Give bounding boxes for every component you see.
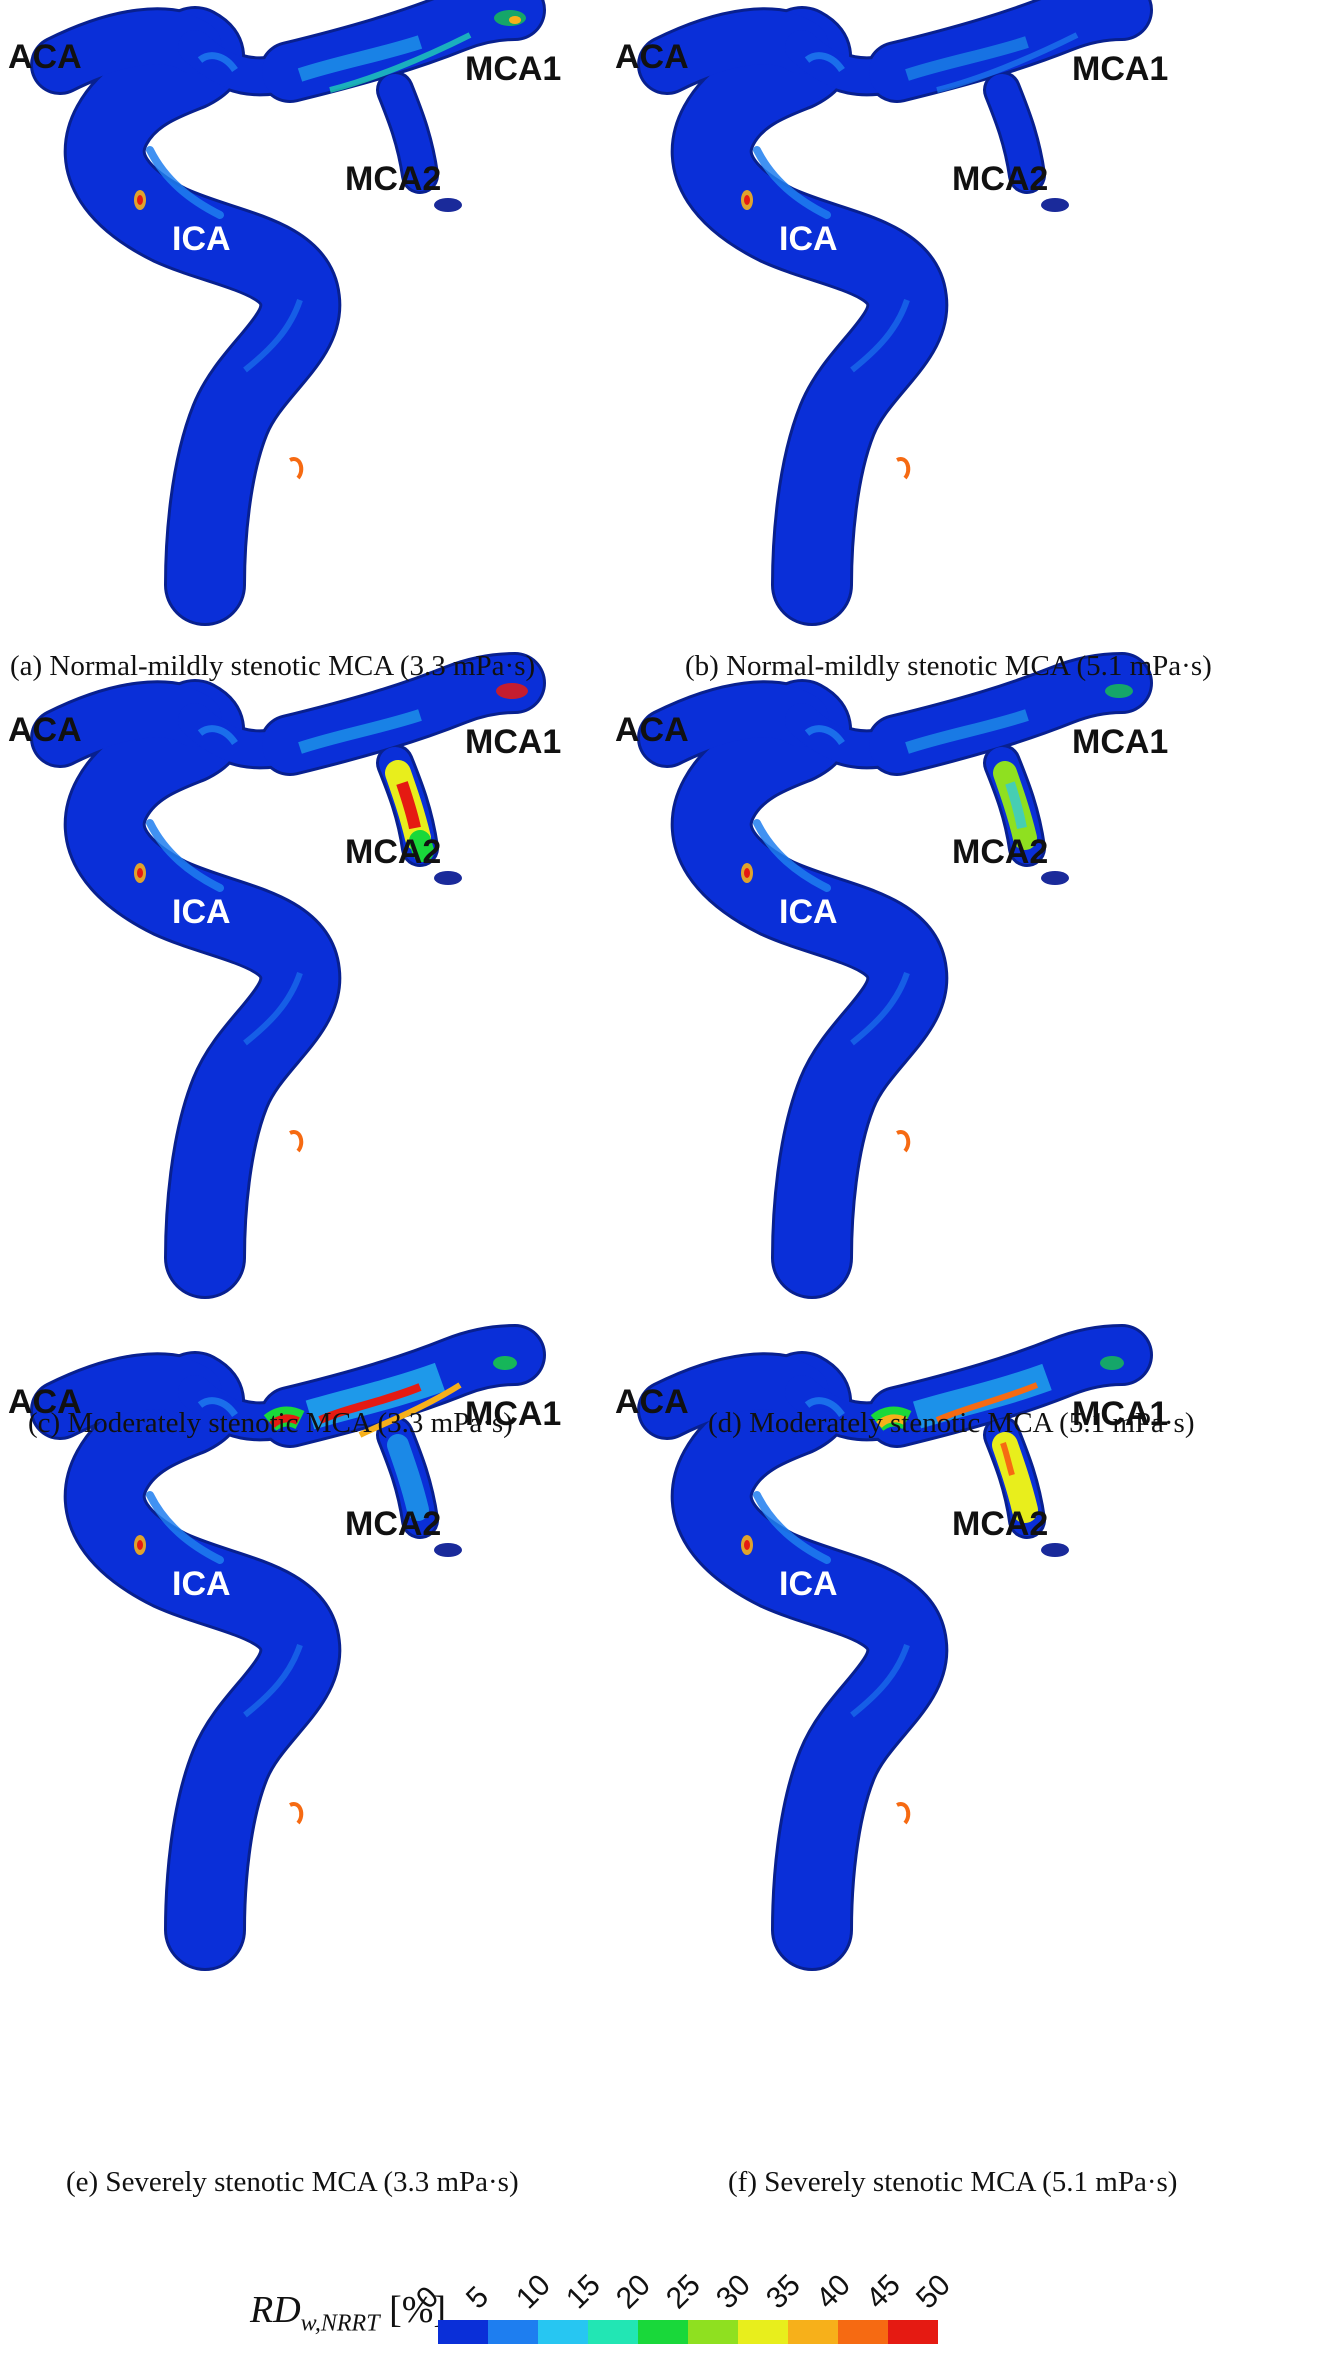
colorbar-tick-label: 40 <box>809 2268 857 2316</box>
colorbar-tick-label: 25 <box>659 2268 707 2316</box>
colorbar-segment <box>688 2320 738 2344</box>
label-aca: ACA <box>8 38 82 76</box>
colorbar-tick-label: 50 <box>909 2268 957 2316</box>
panel-d: ACA MCA1 MCA2 ICA <box>607 652 1207 1299</box>
label-aca: ACA <box>615 38 689 76</box>
label-aca: ACA <box>615 1383 689 1421</box>
caption-b: (b) Normal-mildly stenotic MCA (5.1 mPa·… <box>685 650 1212 682</box>
label-ica: ICA <box>172 220 231 258</box>
vessel-model-b <box>637 0 1153 626</box>
caption-d: (d) Moderately stenotic MCA (5.1 mPa·s) <box>708 1407 1195 1439</box>
label-aca: ACA <box>8 711 82 749</box>
vessel-model-e <box>30 1324 546 1971</box>
label-mca2: MCA2 <box>952 1505 1049 1543</box>
vessel-model-d <box>637 652 1153 1299</box>
label-ica: ICA <box>172 893 231 931</box>
label-mca1: MCA1 <box>465 1395 562 1433</box>
label-mca1: MCA1 <box>465 50 562 88</box>
label-mca2: MCA2 <box>345 833 442 871</box>
colorbar-segment <box>538 2320 588 2344</box>
panel-b: ACA MCA1 MCA2 ICA <box>607 0 1207 626</box>
colorbar-title: RDw,NRRT [%] <box>250 2288 446 2338</box>
colorbar-segment <box>838 2320 888 2344</box>
label-ica: ICA <box>779 893 838 931</box>
panel-e: ACA MCA1 MCA2 ICA <box>0 1324 600 1971</box>
caption-a: (a) Normal-mildly stenotic MCA (3.3 mPa·… <box>10 650 536 682</box>
colorbar-tick-label: 10 <box>509 2268 557 2316</box>
label-mca2: MCA2 <box>952 833 1049 871</box>
label-mca1: MCA1 <box>465 723 562 761</box>
vessel-model-f <box>637 1324 1153 1971</box>
label-ica: ICA <box>779 1565 838 1603</box>
vessel-model-c <box>30 652 546 1299</box>
label-mca1: MCA1 <box>1072 1395 1169 1433</box>
colorbar-segment <box>488 2320 538 2344</box>
label-aca: ACA <box>8 1383 82 1421</box>
caption-c: (c) Moderately stenotic MCA (3.3 mPa·s) <box>28 1407 513 1439</box>
label-mca1: MCA1 <box>1072 50 1169 88</box>
colorbar-segment <box>588 2320 638 2344</box>
label-mca2: MCA2 <box>952 160 1049 198</box>
colorbar-tick-label: 35 <box>759 2268 807 2316</box>
label-ica: ICA <box>172 1565 231 1603</box>
panel-c: ACA MCA1 MCA2 ICA <box>0 652 600 1299</box>
colorbar-title-unit: [%] <box>379 2289 447 2331</box>
label-aca: ACA <box>615 711 689 749</box>
caption-e: (e) Severely stenotic MCA (3.3 mPa·s) <box>66 2166 519 2198</box>
vessel-model-a <box>30 0 546 626</box>
label-mca1: MCA1 <box>1072 723 1169 761</box>
colorbar-title-main: RD <box>250 2289 301 2331</box>
colorbar-segment <box>788 2320 838 2344</box>
colorbar-tick-label: 20 <box>609 2268 657 2316</box>
panel-f: ACA MCA1 MCA2 ICA <box>607 1324 1207 1971</box>
colorbar-segment <box>888 2320 938 2344</box>
label-ica: ICA <box>779 220 838 258</box>
caption-f: (f) Severely stenotic MCA (5.1 mPa·s) <box>728 2166 1178 2198</box>
label-mca2: MCA2 <box>345 160 442 198</box>
colorbar-tick-label: 15 <box>559 2268 607 2316</box>
colorbar-segment <box>438 2320 488 2344</box>
label-mca2: MCA2 <box>345 1505 442 1543</box>
colorbar-tick-label: 30 <box>709 2268 757 2316</box>
colorbar-segment <box>638 2320 688 2344</box>
panel-a: ACA MCA1 MCA2 ICA <box>0 0 600 626</box>
colorbar-tick-label: 5 <box>459 2280 496 2316</box>
colorbar <box>438 2320 938 2344</box>
colorbar-segment <box>738 2320 788 2344</box>
colorbar-title-sub: w,NRRT <box>300 2310 380 2337</box>
colorbar-tick-label: 45 <box>859 2268 907 2316</box>
